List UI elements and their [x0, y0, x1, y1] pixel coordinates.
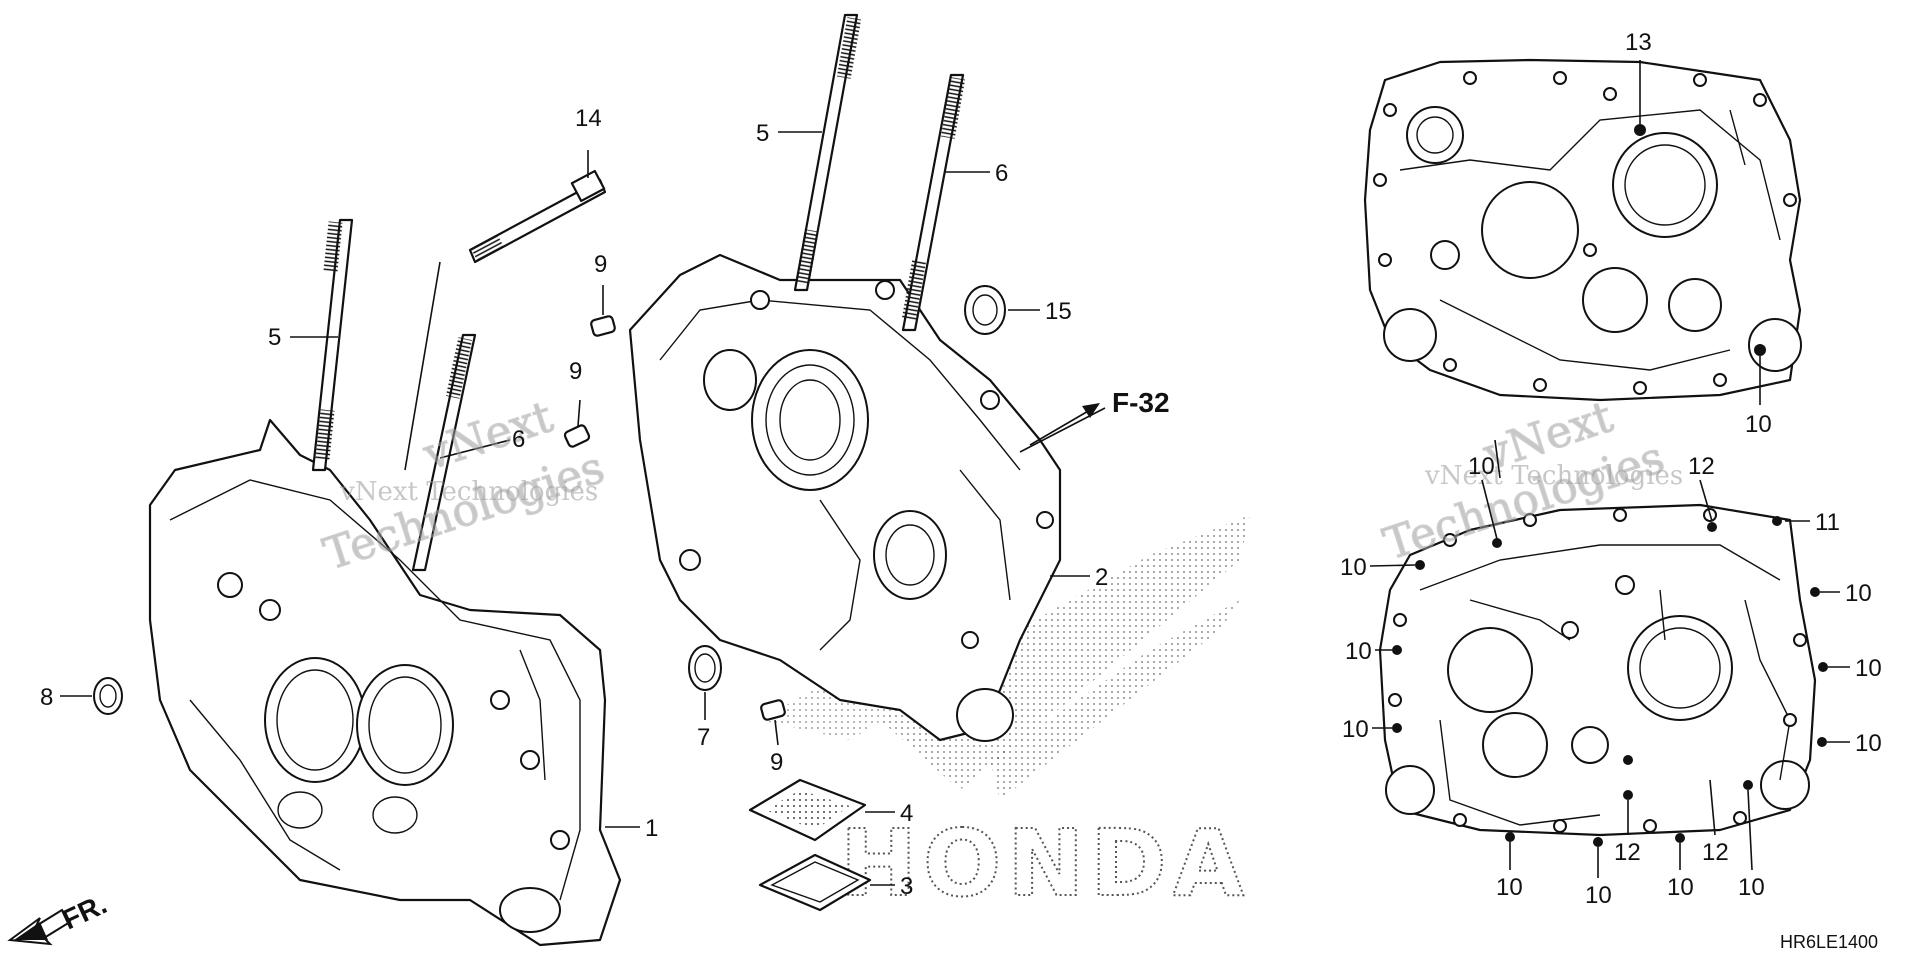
callout-13: 13 — [1625, 29, 1652, 56]
watermark-text-right: vNext Technologies — [1424, 461, 1683, 491]
callout-10-b4: 10 — [1345, 638, 1372, 665]
callout-10-b5: 10 — [1855, 655, 1882, 682]
callout-8: 8 — [40, 684, 53, 711]
oil-seal-part-15 — [964, 285, 1006, 335]
callout-10-b11: 10 — [1738, 874, 1765, 901]
callout-5-right: 5 — [756, 120, 769, 147]
stud-bolt-5-left — [311, 218, 354, 472]
callout-4: 4 — [900, 800, 913, 827]
o-ring-part-8 — [93, 677, 123, 715]
crankcase-top-view — [1363, 58, 1802, 402]
callout-14: 14 — [575, 105, 602, 132]
honda-brand-text: HONDA — [840, 810, 1250, 917]
callout-10-b9: 10 — [1585, 882, 1612, 909]
callout-2: 2 — [1095, 564, 1108, 591]
diagram-code: HR6LE1400 — [1780, 932, 1878, 952]
stud-bolt-6-right — [901, 73, 966, 332]
callout-10-top: 10 — [1745, 411, 1772, 438]
callout-labels: 14 5 6 8 1 9 9 9 5 6 15 2 7 4 3 13 10 10… — [40, 29, 1882, 909]
callout-15: 15 — [1045, 298, 1072, 325]
callout-5-left: 5 — [268, 324, 281, 351]
front-direction-indicator: FR. — [7, 888, 111, 946]
callout-9-bottom: 9 — [770, 749, 783, 776]
callout-9-top: 9 — [594, 251, 607, 278]
callout-10-b6: 10 — [1342, 716, 1369, 743]
watermark-text-left: vNext Technologies — [339, 477, 598, 507]
callout-12-b3: 12 — [1702, 839, 1729, 866]
callout-6-left: 6 — [512, 426, 525, 453]
stud-bolt-5-right — [793, 13, 862, 292]
callout-12-b2: 12 — [1614, 839, 1641, 866]
callout-10-b3: 10 — [1845, 580, 1872, 607]
callout-1: 1 — [645, 815, 658, 842]
front-label: FR. — [57, 888, 111, 935]
callout-10-b2: 10 — [1340, 554, 1367, 581]
dowel-pin-9-top — [590, 315, 616, 337]
callout-12-b1: 12 — [1688, 453, 1715, 480]
strainer-part-4 — [748, 778, 867, 842]
right-crankcase — [628, 253, 1062, 742]
crankcase-bottom-view — [1378, 503, 1828, 847]
callout-10-b7: 10 — [1855, 730, 1882, 757]
reference-label: F-32 — [1112, 387, 1170, 418]
callout-7: 7 — [697, 724, 710, 751]
dowel-pin-9-bottom — [760, 699, 786, 721]
left-crankcase — [148, 418, 622, 947]
bolt-part-14 — [468, 169, 607, 264]
callout-11: 11 — [1815, 509, 1840, 536]
strainer-part-3 — [758, 853, 872, 912]
stud-bolt-6-left — [411, 333, 477, 572]
reference-arrow: F-32 — [1029, 387, 1170, 446]
callout-9-mid: 9 — [569, 358, 582, 385]
callout-10-b1: 10 — [1468, 453, 1495, 480]
callout-6-right: 6 — [995, 160, 1008, 187]
callout-3: 3 — [900, 873, 913, 900]
bearing-part-7 — [688, 645, 722, 691]
callout-10-b10: 10 — [1667, 874, 1694, 901]
dowel-pin-9-mid — [563, 424, 591, 448]
callout-10-b8: 10 — [1496, 874, 1523, 901]
